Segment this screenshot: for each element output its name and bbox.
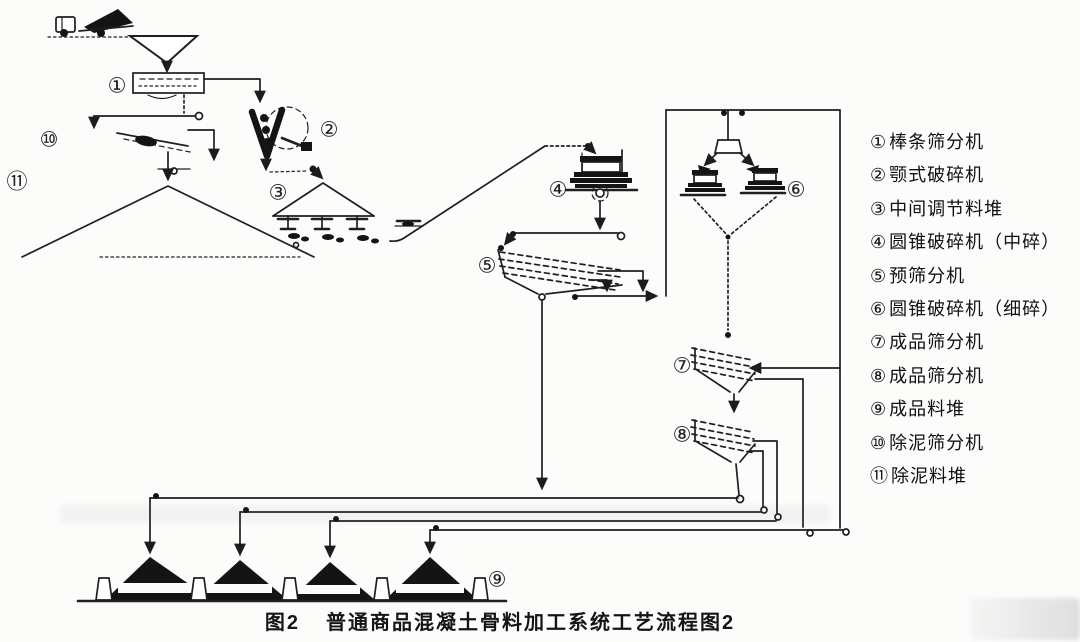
legend-item-name: 除泥料堆 xyxy=(891,466,967,487)
dump-truck-icon xyxy=(47,9,151,38)
line-screen-to-demud xyxy=(88,94,204,130)
figure-caption: 图2 普通商品混凝土骨料加工系统工艺流程图2 xyxy=(0,606,1000,635)
conveyor-to-prescreen xyxy=(503,231,626,246)
figure-title: 普通商品混凝土骨料加工系统工艺流程图2 xyxy=(326,612,736,634)
legend-item-num: ⑨ xyxy=(870,399,888,420)
marker-demud-screen: ⑩ xyxy=(39,127,59,152)
legend-item-name: 中间调节料堆 xyxy=(889,198,1004,219)
legend-item-name: 颚式破碎机 xyxy=(889,165,985,186)
legend-item-num: ⑪ xyxy=(870,466,889,487)
fine-crushing-circuit-lines xyxy=(665,109,841,529)
cone-crusher-fine-pair xyxy=(679,139,787,338)
marker-cone-medium: ④ xyxy=(548,177,568,202)
marker-jaw-crusher: ② xyxy=(319,117,339,142)
intermediate-stockpile xyxy=(269,165,379,249)
product-conveyor-lines xyxy=(144,493,850,559)
jaw-crusher xyxy=(248,106,312,172)
legend-item-num: ② xyxy=(870,165,888,186)
product-screen-2 xyxy=(690,419,782,521)
feeder-icons xyxy=(276,215,379,249)
legend-item-num: ⑧ xyxy=(870,365,888,386)
product-screen-1 xyxy=(690,347,804,528)
bar-screen xyxy=(132,72,205,100)
legend-item-name: 成品筛分机 xyxy=(889,365,985,386)
legend-item-name: 成品筛分机 xyxy=(889,332,985,353)
legend-item-num: ① xyxy=(870,132,888,152)
pre-screen xyxy=(497,245,659,491)
figure-number: 图2 xyxy=(264,612,300,634)
legend-item-name: 圆锥破碎机（中碎） xyxy=(889,232,1061,253)
legend-item-num: ③ xyxy=(870,198,888,219)
marker-pre-screen: ⑤ xyxy=(477,253,497,278)
legend-item-num: ⑩ xyxy=(870,432,888,453)
marker-product-piles: ⑨ xyxy=(487,567,507,592)
legend-item-num: ⑥ xyxy=(870,299,888,320)
marker-cone-fine: ⑥ xyxy=(786,177,806,202)
marker-product-screen-1: ⑦ xyxy=(672,353,692,378)
demud-screen xyxy=(116,129,220,182)
receiving-hopper xyxy=(126,35,200,74)
legend-item-num: ⑤ xyxy=(870,265,888,286)
marker-product-screen-2: ⑧ xyxy=(672,422,692,447)
legend-item-num: ⑦ xyxy=(870,332,888,353)
marker-mid-stockpile: ③ xyxy=(268,180,288,205)
scan-artifact xyxy=(60,505,830,523)
watermark xyxy=(970,598,1080,640)
marker-demud-pile: ⑪ xyxy=(6,169,28,194)
legend-item-name: 预筛分机 xyxy=(889,265,966,286)
marker-bar-screen: ① xyxy=(107,73,127,98)
demud-pile xyxy=(21,185,315,258)
legend-item-name: 成品料堆 xyxy=(889,399,966,420)
legend-item-name: 棒条筛分机 xyxy=(889,132,985,152)
legend-item-num: ④ xyxy=(870,232,888,253)
product-piles xyxy=(76,557,508,603)
incline-conveyor xyxy=(389,141,597,243)
line-screen-to-jaw xyxy=(203,78,266,104)
cone-crusher-medium xyxy=(564,149,639,231)
legend-item-name: 除泥筛分机 xyxy=(889,432,985,453)
legend-item-name: 圆锥破碎机（细碎） xyxy=(889,299,1061,320)
